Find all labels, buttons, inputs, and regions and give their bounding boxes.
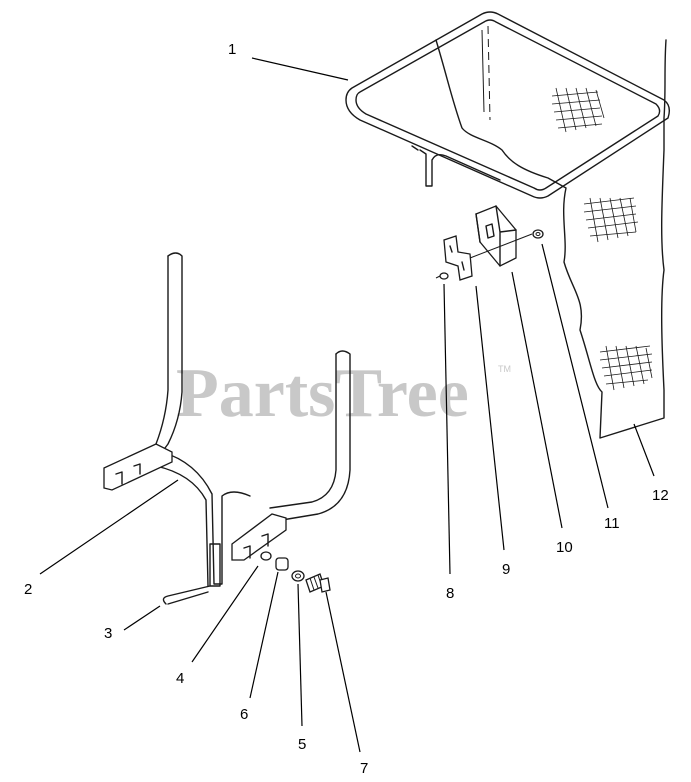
watermark-text: PartsTree <box>176 355 469 432</box>
callout-11: 11 <box>604 515 620 532</box>
mesh-patch-middle <box>583 197 639 243</box>
callout-1: 1 <box>228 41 236 58</box>
spacer-6 <box>275 557 289 571</box>
callout-9: 9 <box>502 561 510 578</box>
callout-2: 2 <box>24 581 32 598</box>
callout-5: 5 <box>298 736 306 753</box>
watermark-trademark: TM <box>498 364 511 374</box>
callout-4: 4 <box>176 670 184 687</box>
hardware-stack <box>260 551 331 593</box>
support-bracket <box>103 252 351 587</box>
latch-plate <box>443 235 473 281</box>
callout-3: 3 <box>104 625 112 642</box>
washer-5 <box>291 570 305 582</box>
callout-8: 8 <box>446 585 454 602</box>
callout-7: 7 <box>360 760 368 777</box>
watermark: PartsTree TM <box>176 355 511 432</box>
hairpin-clip <box>162 585 211 605</box>
grass-bag <box>435 39 667 439</box>
bolt-11 <box>469 229 544 259</box>
nut-8 <box>435 272 449 280</box>
mounting-bracket <box>475 205 517 267</box>
callout-10: 10 <box>556 539 573 556</box>
callouts: 1 2 3 4 5 6 7 8 9 10 11 12 <box>24 41 669 777</box>
washer-4 <box>260 551 272 561</box>
leader-lines <box>39 57 655 753</box>
callout-12: 12 <box>652 487 669 504</box>
bolt-7 <box>305 573 331 593</box>
callout-6: 6 <box>240 706 248 723</box>
bag-frame <box>345 11 671 226</box>
mesh-patch-upper <box>551 87 605 133</box>
mesh-patch-lower <box>599 345 653 391</box>
